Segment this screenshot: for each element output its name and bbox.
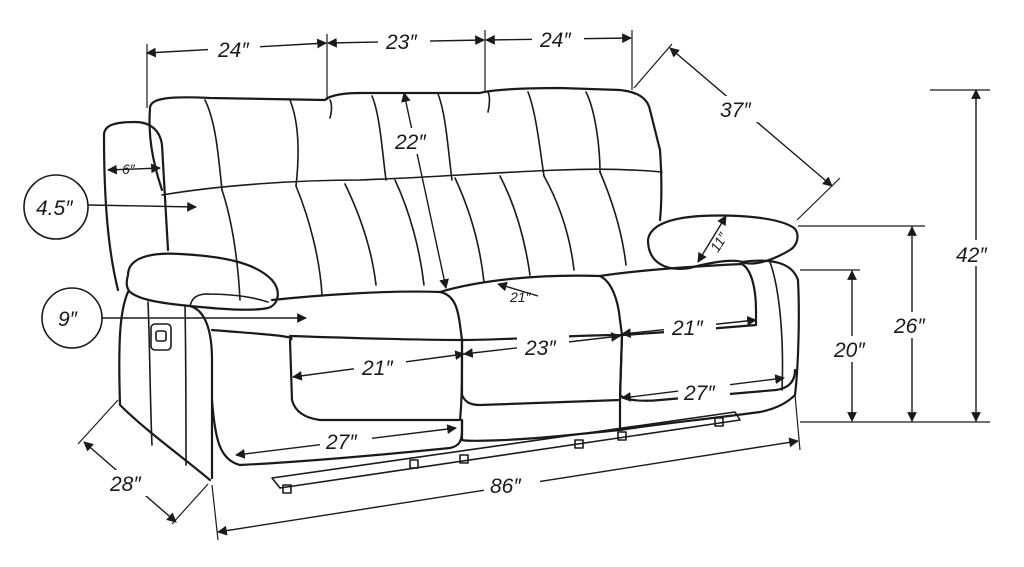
footrest-center (460, 398, 622, 442)
back-lower-tuft-2 (295, 185, 323, 296)
label-seat-gap: 21″ (509, 289, 532, 305)
label-seat-right-depth: 27″ (683, 382, 716, 405)
label-total-width: 86″ (490, 475, 522, 498)
dim-headrest (697, 215, 727, 263)
foot-2 (409, 459, 419, 469)
dim-back-height (401, 92, 449, 289)
power-button (150, 323, 172, 351)
callout-circle-cushion (23, 174, 89, 240)
back-lower-tuft-6 (499, 175, 531, 276)
foot-5 (617, 431, 627, 441)
left-wing (102, 120, 170, 252)
power-button-inner (155, 330, 167, 342)
left-arm-front-face (188, 304, 214, 480)
back-lower-tuft-4 (394, 179, 425, 286)
right-arm-side (740, 259, 800, 397)
footrest-right (618, 393, 797, 432)
seat-front (210, 328, 464, 422)
label-seat-left-depth: 27″ (325, 431, 358, 454)
label-back-height: 22″ (394, 131, 427, 154)
right-arm-seam (769, 261, 784, 391)
seat-cushion-left (270, 290, 464, 342)
back-lower-tuft-1 (221, 189, 241, 301)
back-tuft-5 (527, 91, 545, 177)
back-divider-1 (329, 99, 333, 119)
left-wing-outer (102, 133, 120, 292)
label-cushion-thickness: 4.5″ (36, 197, 74, 220)
left-armrest-inner (189, 293, 269, 307)
label-arm-width: 6″ (122, 161, 136, 177)
label-seat-height: 20″ (833, 339, 866, 362)
sofa-back-outline (148, 86, 663, 222)
dim-arm-width (107, 163, 161, 175)
back-lower-tuft-5 (454, 177, 485, 283)
left-arm-front (118, 290, 212, 482)
back-seam (161, 168, 663, 196)
back-tuft-6 (585, 91, 601, 173)
left-arm-seam-2 (184, 304, 187, 466)
label-back-center-width: 23″ (385, 31, 418, 54)
callout-circle-arm (41, 287, 103, 349)
back-tuft-1 (204, 99, 223, 191)
label-reclined-depth: 37″ (720, 99, 752, 122)
dimension-labels: 24″ 23″ 24″ 37″ 22″ 6″ 4.5″ 9″ 11″ 21″ 4… (23, 26, 1002, 498)
left-armrest (125, 252, 279, 311)
sofa-illustration (102, 86, 800, 494)
back-tuft-3 (371, 95, 387, 181)
label-headrest: 11″ (707, 229, 731, 255)
back-lower-tuft-7 (543, 175, 575, 271)
dim-seat-gap (497, 281, 539, 297)
label-depth: 28″ (109, 473, 142, 496)
seat-cushion-center (438, 274, 624, 342)
label-total-height: 42″ (956, 244, 988, 267)
left-arm-seam-1 (147, 301, 153, 446)
sofa-back-left-edge (148, 106, 164, 192)
label-seat-right-width: 21″ (671, 317, 704, 340)
dim-cushion-pointer (87, 201, 197, 212)
label-arm-height-above-seat: 9″ (58, 308, 79, 331)
label-back-right-width: 24″ (539, 29, 572, 52)
foot-6 (714, 417, 724, 427)
back-lower-tuft-3 (344, 183, 377, 286)
label-arm-height: 26″ (893, 315, 926, 338)
seat-front-center (460, 333, 624, 407)
label-seat-left-width: 21″ (361, 357, 394, 380)
back-divider-2 (487, 91, 491, 113)
back-tuft-2 (289, 99, 299, 187)
dimension-lines (77, 30, 990, 541)
back-lower-tuft-8 (599, 171, 627, 266)
label-back-left-width: 24″ (217, 39, 250, 62)
label-seat-center-width: 23″ (524, 337, 557, 360)
